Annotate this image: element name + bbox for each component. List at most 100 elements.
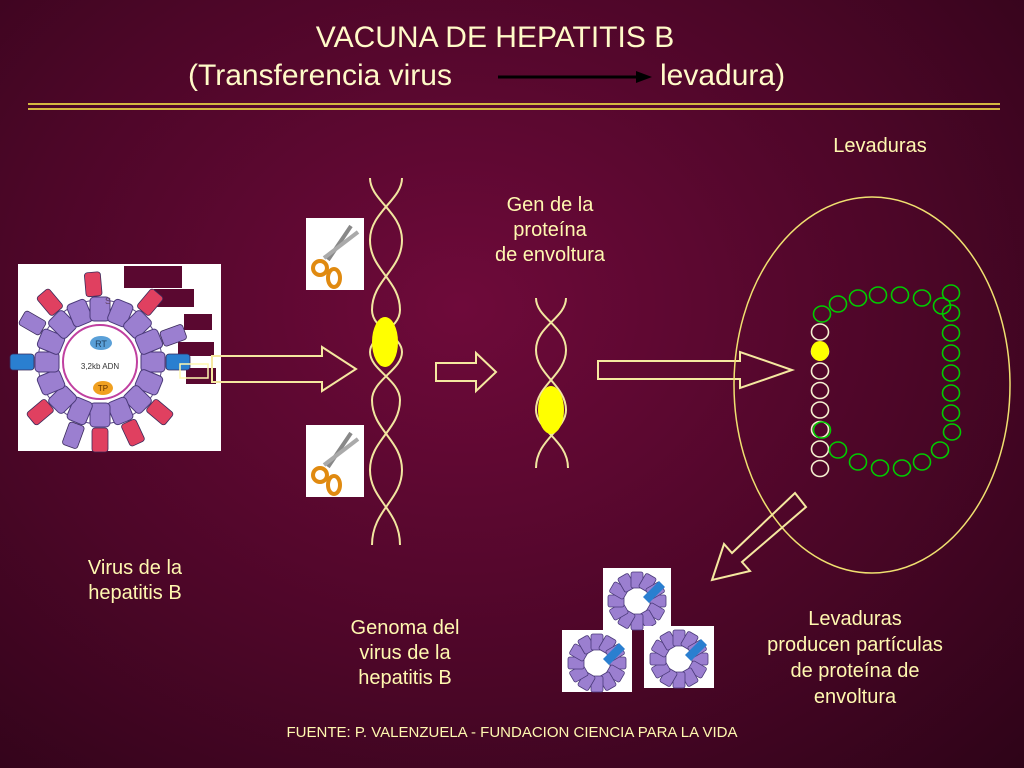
plasmid-segment (941, 404, 961, 422)
page-title: VACUNA DE HEPATITIS B (315, 21, 675, 54)
virus-label-line: Virus de la (87, 557, 183, 579)
plasmid-segment (892, 459, 912, 477)
legend-swatch (178, 342, 214, 356)
capsid-subunit (123, 385, 152, 414)
surface-spikes (9, 271, 191, 453)
arrow-yeast-to-particles (710, 491, 808, 582)
particle-core (626, 590, 648, 612)
plasmid-segment (848, 289, 868, 307)
plasmid-segment (810, 401, 830, 419)
producen-label-line: envoltura (813, 686, 897, 708)
rt-label: RT (95, 339, 107, 349)
surface-protein-spike (26, 399, 54, 426)
legend-swatch (124, 266, 182, 288)
gen-label-line: Gen de la (506, 194, 594, 216)
arrow-virus-to-genome (211, 345, 358, 393)
surface-protein-spike (18, 310, 47, 336)
genoma-label-line: virus de la (359, 642, 451, 664)
s-label: S (105, 296, 111, 306)
surface-protein-spike (137, 288, 164, 316)
capsid-subunit (66, 298, 93, 328)
arrow-gene-to-yeast (597, 350, 796, 390)
producen-label-line: Levaduras (808, 608, 902, 630)
gen-label: Gen de la proteína de envoltura (460, 193, 640, 268)
capsid-subunit (107, 298, 134, 328)
adn-label: 3,2kb ADN (81, 362, 119, 371)
capsid-subunit (107, 396, 134, 426)
title-arrow (498, 71, 652, 83)
plasmid-segment (868, 286, 888, 304)
plasmid-segment (848, 453, 868, 471)
vaccine-particles (562, 568, 714, 693)
arrow-genome-to-gene (435, 350, 498, 394)
plasmid-segment (812, 421, 832, 439)
capsid-subunit (134, 328, 164, 355)
genoma-label: Genoma del virus de la hepatitis B (320, 616, 490, 691)
capsid-ring (34, 296, 166, 428)
plasmid-segment (941, 324, 961, 342)
surface-protein-spike (121, 419, 145, 447)
plasmid-segment (890, 286, 910, 304)
title-transfer-from: (Transferencia virus (188, 59, 452, 92)
plasmid-segment (810, 459, 830, 478)
plasmid-segment (942, 423, 962, 441)
surface-protein-spike (84, 271, 103, 298)
particle-core (668, 648, 690, 670)
particle-core (586, 652, 608, 674)
capsid-subunit (134, 369, 164, 396)
plasmid-segment (810, 362, 830, 380)
producen-label-line: de proteína de (790, 660, 920, 682)
plasmid-segment (810, 323, 830, 341)
virus-label-line: hepatitis B (88, 582, 182, 604)
genoma-label-line: hepatitis B (358, 667, 452, 689)
surface-protein-spike (9, 353, 35, 371)
surface-protein-spike (62, 421, 85, 449)
producen-label: Levaduras producen partículas de proteín… (740, 606, 970, 710)
scissors-icon (306, 425, 364, 497)
viral-dna-circle (62, 324, 138, 400)
tp-protein (93, 381, 113, 395)
legend-swatch (154, 289, 194, 307)
source-credit: FUENTE: P. VALENZUELA - FUNDACION CIENCI… (286, 724, 738, 741)
genoma-label-line: Genoma del (350, 617, 460, 639)
title-rule (28, 103, 1000, 110)
capsid-subunit (66, 396, 93, 426)
surface-protein-spike (36, 288, 63, 316)
producen-label-line: producen partículas (767, 634, 943, 656)
virus-genome-dna (368, 177, 404, 546)
plasmid-segment (941, 284, 961, 302)
capsid-subunit (48, 385, 77, 414)
capsid-subunit (89, 402, 111, 428)
plasmid-segment (912, 289, 932, 307)
particle-spike (685, 639, 707, 661)
capsid-subunit (140, 351, 166, 373)
plasmid-segment (810, 381, 830, 400)
capsid-subunit (89, 296, 111, 322)
capsid-subunit (36, 328, 66, 355)
capsid-subunit (123, 310, 152, 339)
gen-label-line: proteína (513, 219, 587, 241)
surface-protein-spike (91, 427, 109, 453)
plasmid-segment (930, 441, 950, 459)
surface-protein-spike (146, 399, 174, 426)
particle-spike (603, 643, 625, 665)
scissors-icon (306, 218, 364, 290)
isolated-surface-gene (538, 386, 564, 434)
surface-gene (372, 317, 398, 367)
virus-pointer-box (179, 363, 209, 379)
surface-protein-spike (159, 324, 187, 347)
capsid-subunit (36, 369, 66, 396)
legend-swatch (184, 314, 212, 330)
inserted-gene (811, 341, 829, 361)
plasmid-segment (932, 297, 952, 315)
rt-protein (90, 336, 112, 350)
plasmid-segment (810, 440, 830, 458)
plasmid-segment (941, 384, 961, 402)
capsid-subunit (48, 310, 77, 339)
particle-spike (643, 581, 665, 603)
virus-label: Virus de la hepatitis B (60, 556, 210, 606)
vaccine-particle (562, 630, 632, 693)
vaccine-particle (644, 626, 714, 689)
tp-label: TP (98, 384, 108, 393)
